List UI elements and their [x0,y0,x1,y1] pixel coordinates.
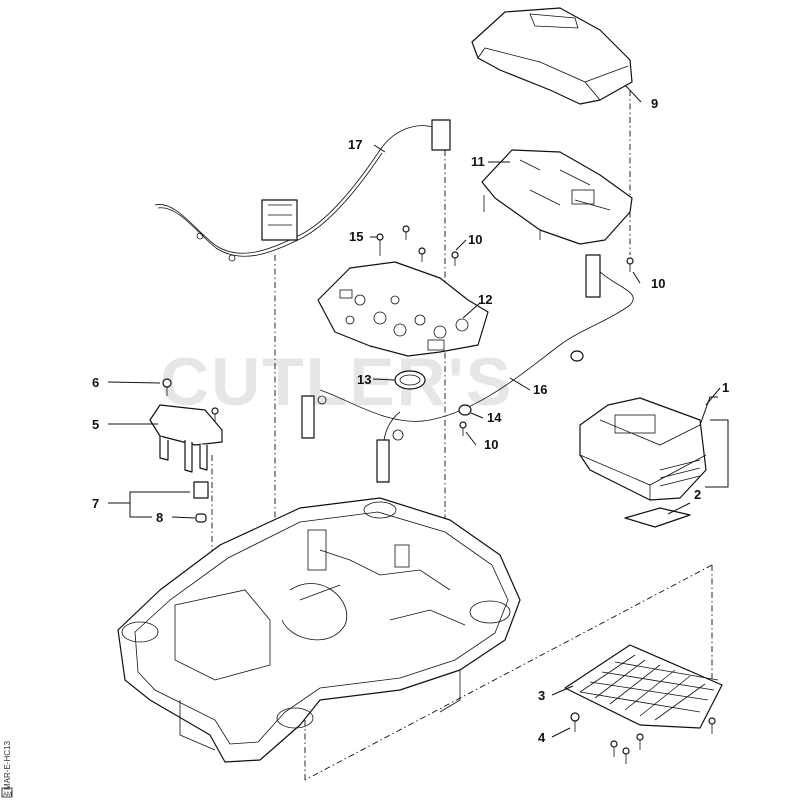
callout-10b: 10 [651,276,665,291]
callout-17: 17 [348,137,362,152]
callout-numbers: 1 2 3 4 5 6 7 8 9 10 10 10 11 12 13 14 1… [92,96,729,745]
callout-3: 3 [538,688,545,703]
callout-5: 5 [92,417,99,432]
watermark-text: CUTLER'S [160,344,513,420]
callout-1: 1 [722,380,729,395]
battery-pad [624,507,691,528]
wire-harness [154,119,451,262]
plug-part [195,513,207,523]
callout-10a: 10 [468,232,482,247]
upper-circuit-board [481,149,633,245]
cover-part [471,7,633,105]
battery-pack [579,397,707,501]
callout-9: 9 [651,96,658,111]
leader-lines [107,84,729,738]
callout-2: 2 [694,487,701,502]
main-circuit-board [317,261,489,357]
callout-6: 6 [92,375,99,390]
callout-11: 11 [471,154,485,169]
bottom-grille [564,644,723,729]
drawing-code-text: MAR-E-HC13 [3,741,12,790]
callout-8: 8 [156,510,163,525]
callout-14: 14 [487,410,502,425]
connector-part [193,481,209,499]
callout-15: 15 [349,229,363,244]
seal-ring [394,370,426,390]
bracket-part [149,404,223,473]
callout-10c: 10 [484,437,498,452]
grommet [458,404,472,416]
chassis-housing [117,497,521,763]
screws [162,225,716,764]
callout-13: 13 [357,372,371,387]
drawing-code-box: AM [3,792,12,798]
drawing-code: MAR-E-HC13 [3,741,12,790]
callout-12: 12 [478,292,492,307]
sensor-cable [301,254,634,483]
callout-4: 4 [538,730,546,745]
callout-7: 7 [92,496,99,511]
callout-16: 16 [533,382,547,397]
